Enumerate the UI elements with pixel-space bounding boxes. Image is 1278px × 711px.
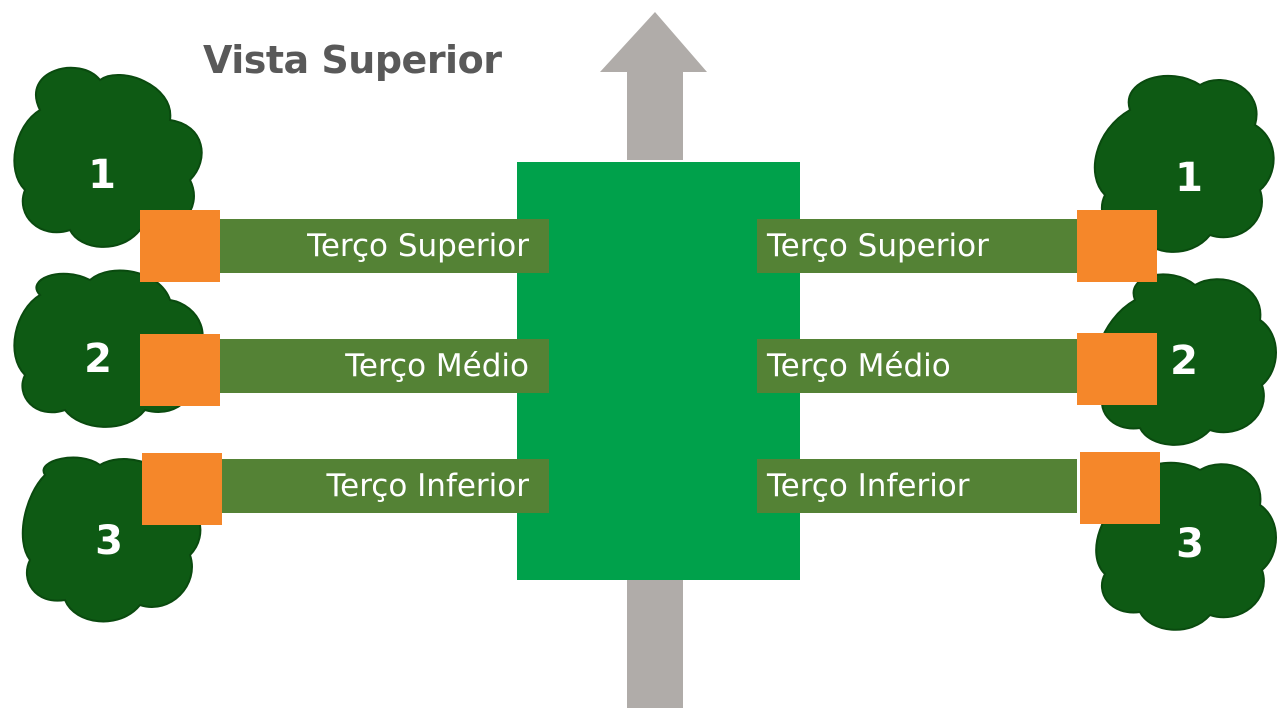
square-marker-icon (142, 453, 222, 525)
tree-number-left-1: 1 (88, 152, 116, 198)
band-left-middle: Terço Médio (219, 339, 549, 393)
band-label: Terço Médio (345, 348, 529, 384)
band-label: Terço Inferior (326, 468, 529, 504)
page-title: Vista Superior (203, 38, 502, 82)
band-right-lower: Terço Inferior (757, 459, 1077, 513)
band-label: Terço Inferior (767, 468, 970, 504)
band-right-middle: Terço Médio (757, 339, 1077, 393)
band-label: Terço Médio (767, 348, 951, 384)
band-label: Terço Superior (767, 228, 989, 264)
square-marker-icon (140, 210, 220, 282)
band-left-upper: Terço Superior (219, 219, 549, 273)
tree-canopy-icon (1093, 75, 1275, 253)
tree-number-right-3: 3 (1176, 521, 1204, 567)
square-marker-icon (1077, 333, 1157, 405)
tree-number-left-3: 3 (95, 518, 123, 564)
band-left-lower: Terço Inferior (219, 459, 549, 513)
tree-number-right-2: 2 (1170, 338, 1198, 384)
square-marker-icon (140, 334, 220, 406)
crop-block (517, 162, 800, 580)
square-marker-icon (1080, 452, 1160, 524)
band-right-upper: Terço Superior (757, 219, 1077, 273)
band-label: Terço Superior (307, 228, 529, 264)
square-marker-icon (1077, 210, 1157, 282)
arrow-up-icon (600, 12, 707, 708)
tree-number-right-1: 1 (1175, 155, 1203, 201)
tree-number-left-2: 2 (84, 336, 112, 382)
